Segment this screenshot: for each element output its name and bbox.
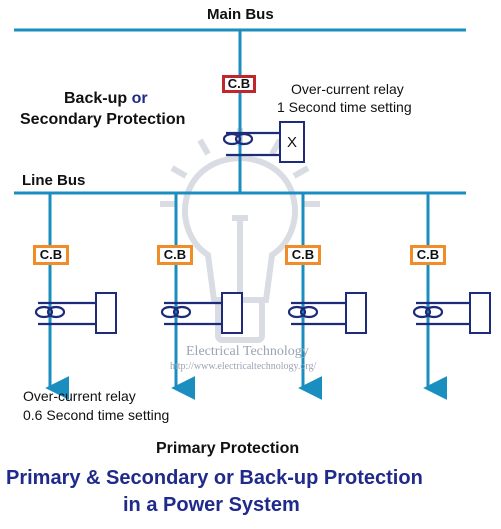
backup-relay-setting: 1 Second time setting [277, 99, 412, 115]
main-bus-label: Main Bus [207, 6, 274, 23]
watermark-url: http://www.electricaltechnology.org/ [170, 361, 317, 372]
feeder-2 [160, 193, 243, 400]
line-bus-label: Line Bus [22, 172, 86, 189]
watermark-name: Electrical Technology [186, 344, 309, 359]
title-line2: in a Power System [123, 494, 300, 516]
backup-relay [222, 121, 305, 163]
backup-label-line2: Secondary Protection [20, 111, 186, 128]
feeder-1 [34, 193, 117, 400]
cb-backup: C.B [222, 75, 256, 93]
cb-feeder-2: C.B [157, 245, 193, 265]
title-line1: Primary & Secondary or Back-up Protectio… [6, 467, 423, 489]
backup-relay-mark: X [287, 134, 298, 151]
primary-relay-setting: 0.6 Second time setting [23, 407, 170, 423]
feeder-3 [287, 193, 367, 400]
backup-relay-title: Over-current relay [291, 81, 404, 97]
primary-relay-title: Over-current relay [23, 388, 136, 404]
cb-feeder-4: C.B [410, 245, 446, 265]
backup-label-line1: Back-up or [64, 90, 148, 107]
backup-ct-icon [222, 131, 280, 157]
cb-feeder-1: C.B [33, 245, 69, 265]
backup-relay-box [279, 121, 305, 163]
feeder-4 [412, 193, 491, 400]
cb-feeder-3: C.B [285, 245, 321, 265]
primary-protection-label: Primary Protection [156, 440, 300, 457]
